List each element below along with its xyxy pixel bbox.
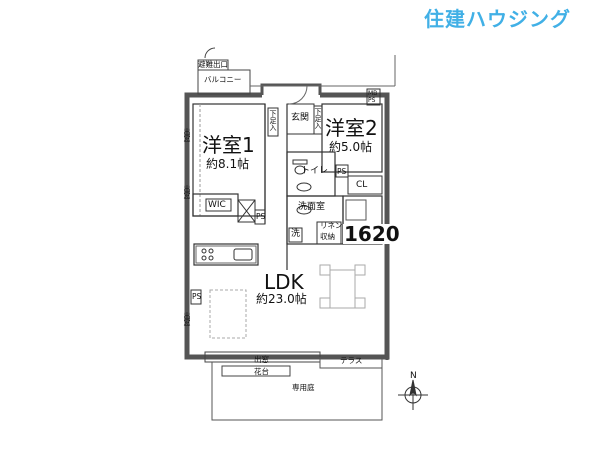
shoe-box-label: 下足入 bbox=[269, 110, 277, 131]
western2-room bbox=[321, 103, 383, 173]
bathroom bbox=[342, 195, 383, 245]
basin-2 bbox=[296, 205, 312, 215]
basin-1 bbox=[296, 182, 312, 192]
toilet-tank bbox=[292, 159, 308, 165]
terrace-label: テラス bbox=[340, 356, 363, 365]
western1-area: 約8.1帖 bbox=[206, 157, 250, 171]
dining-table bbox=[329, 269, 356, 309]
western2-name: 洋室2 bbox=[325, 116, 378, 140]
cl-label: CL bbox=[356, 180, 368, 190]
ps-label-3: PS bbox=[192, 292, 202, 301]
wash-label: 洗 bbox=[291, 229, 301, 239]
ps-box-3 bbox=[190, 289, 202, 305]
washroom-label: 洗面室 bbox=[298, 202, 326, 212]
bay-window-vertical-2: 出窓 bbox=[183, 185, 191, 199]
shoe-box-label-2: 下足入 bbox=[314, 108, 322, 129]
linen-label: リネン bbox=[320, 221, 343, 230]
private-garden-label: 専用庭 bbox=[292, 383, 315, 392]
storage-label: 収納 bbox=[320, 232, 335, 241]
dining-chair-2 bbox=[354, 264, 366, 276]
shoe-box bbox=[267, 107, 279, 137]
washing-machine bbox=[288, 227, 303, 243]
toilet-bowl bbox=[294, 165, 306, 175]
bay-window-label: 出窓 bbox=[254, 355, 269, 364]
evac-exit-outline bbox=[197, 59, 229, 71]
entrance-recess-wall bbox=[260, 83, 322, 95]
entrance-door-swing bbox=[288, 85, 308, 105]
evac-exit-label: 避難出口 bbox=[198, 60, 228, 69]
ldk-name: LDK bbox=[264, 270, 304, 294]
sink bbox=[233, 248, 253, 261]
dining-chair-1 bbox=[319, 264, 331, 276]
bath-size-label: 1620 bbox=[343, 222, 401, 246]
linen-storage bbox=[316, 221, 342, 245]
stove-burner-4 bbox=[208, 255, 214, 261]
brand-logo: 住建ハウジング bbox=[424, 7, 571, 31]
ldk-area: 約23.0帖 bbox=[256, 292, 307, 306]
planter-label: 花台 bbox=[254, 367, 269, 376]
ps-box-2 bbox=[335, 164, 349, 178]
stove-burner-3 bbox=[201, 255, 207, 261]
stove-burner-2 bbox=[208, 248, 214, 254]
ps-label-2: PS bbox=[337, 167, 347, 176]
bay-window-vertical-1: 出窓 bbox=[183, 128, 191, 142]
balcony-label: バルコニー bbox=[204, 75, 242, 84]
western1-name: 洋室1 bbox=[202, 133, 255, 157]
ps-label-1: PS bbox=[256, 212, 266, 221]
cl-closet bbox=[347, 175, 383, 195]
dining-chair-4 bbox=[354, 297, 366, 309]
private-garden-outline bbox=[211, 357, 383, 421]
terrace-outline bbox=[319, 357, 382, 369]
evac-door-swing bbox=[204, 47, 216, 59]
mbps-box bbox=[366, 88, 381, 106]
mbps-label: MB PS bbox=[368, 90, 378, 104]
ldk-dashed-area bbox=[209, 289, 247, 339]
entrance-label: 玄関 bbox=[291, 113, 310, 123]
stove-burner-1 bbox=[201, 248, 207, 254]
bay-window-vertical-3: 出窓 bbox=[183, 312, 191, 326]
wic-shelf bbox=[205, 198, 232, 212]
toilet-label: トイレ bbox=[301, 166, 329, 176]
compass-rose bbox=[398, 379, 428, 410]
planter-box bbox=[221, 365, 291, 377]
dining-chair-3 bbox=[319, 297, 331, 309]
wic-label: WIC bbox=[208, 200, 226, 210]
compass-north-label: N bbox=[410, 371, 417, 381]
kitchen-counter-inner bbox=[195, 245, 257, 264]
bathtub bbox=[345, 199, 367, 221]
western2-area: 約5.0帖 bbox=[329, 140, 373, 154]
kitchen-counter bbox=[193, 243, 259, 266]
